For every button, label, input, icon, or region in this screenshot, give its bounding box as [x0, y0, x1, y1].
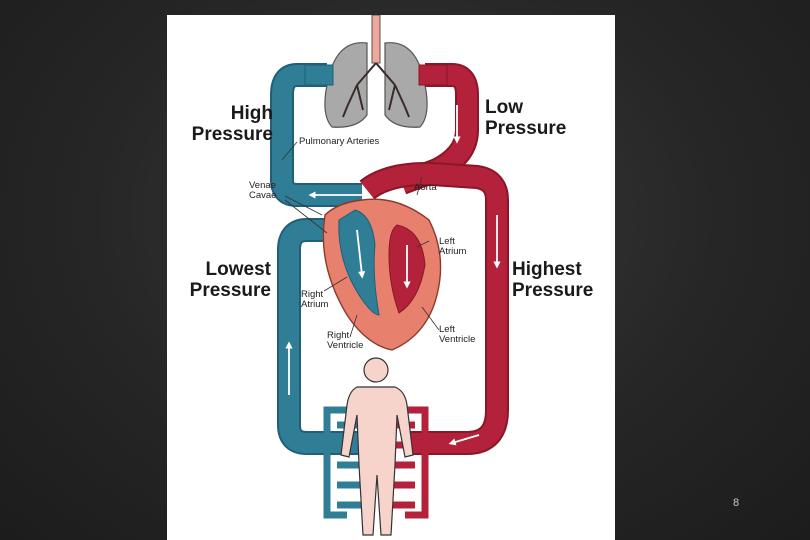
slide-number: 8 — [733, 497, 740, 509]
right-atrium-label: Right Atrium — [301, 289, 329, 310]
systemic-vein-loop — [277, 218, 367, 455]
label-leader-lines — [281, 141, 440, 338]
high-pressure-label: High Pressure — [191, 103, 273, 145]
left-ventricle-label: Left Ventricle — [439, 324, 476, 345]
pulmonary-circuit-right — [368, 63, 479, 195]
circulation-illustration — [270, 15, 509, 536]
heart — [322, 198, 442, 351]
venae-cavae-label: Venae Cavae — [249, 180, 277, 201]
lowest-pressure-label: Lowest Pressure — [189, 259, 271, 301]
highest-pressure-label: Highest Pressure — [512, 259, 594, 301]
left-atrium-label: Left Atrium — [439, 236, 467, 257]
aorta-label: Aorta — [414, 182, 437, 193]
systemic-artery-loop — [359, 162, 509, 455]
low-pressure-label: Low Pressure — [485, 97, 567, 139]
pulmonary-arteries-label: Pulmonary Arteries — [299, 136, 380, 147]
lungs — [324, 15, 428, 128]
pulmonary-circuit-left — [270, 63, 362, 207]
circulation-diagram: High Pressure Low Pressure Lowest Pressu… — [167, 15, 615, 540]
right-ventricle-label: Right Ventricle — [327, 330, 364, 351]
human-body — [340, 357, 414, 536]
